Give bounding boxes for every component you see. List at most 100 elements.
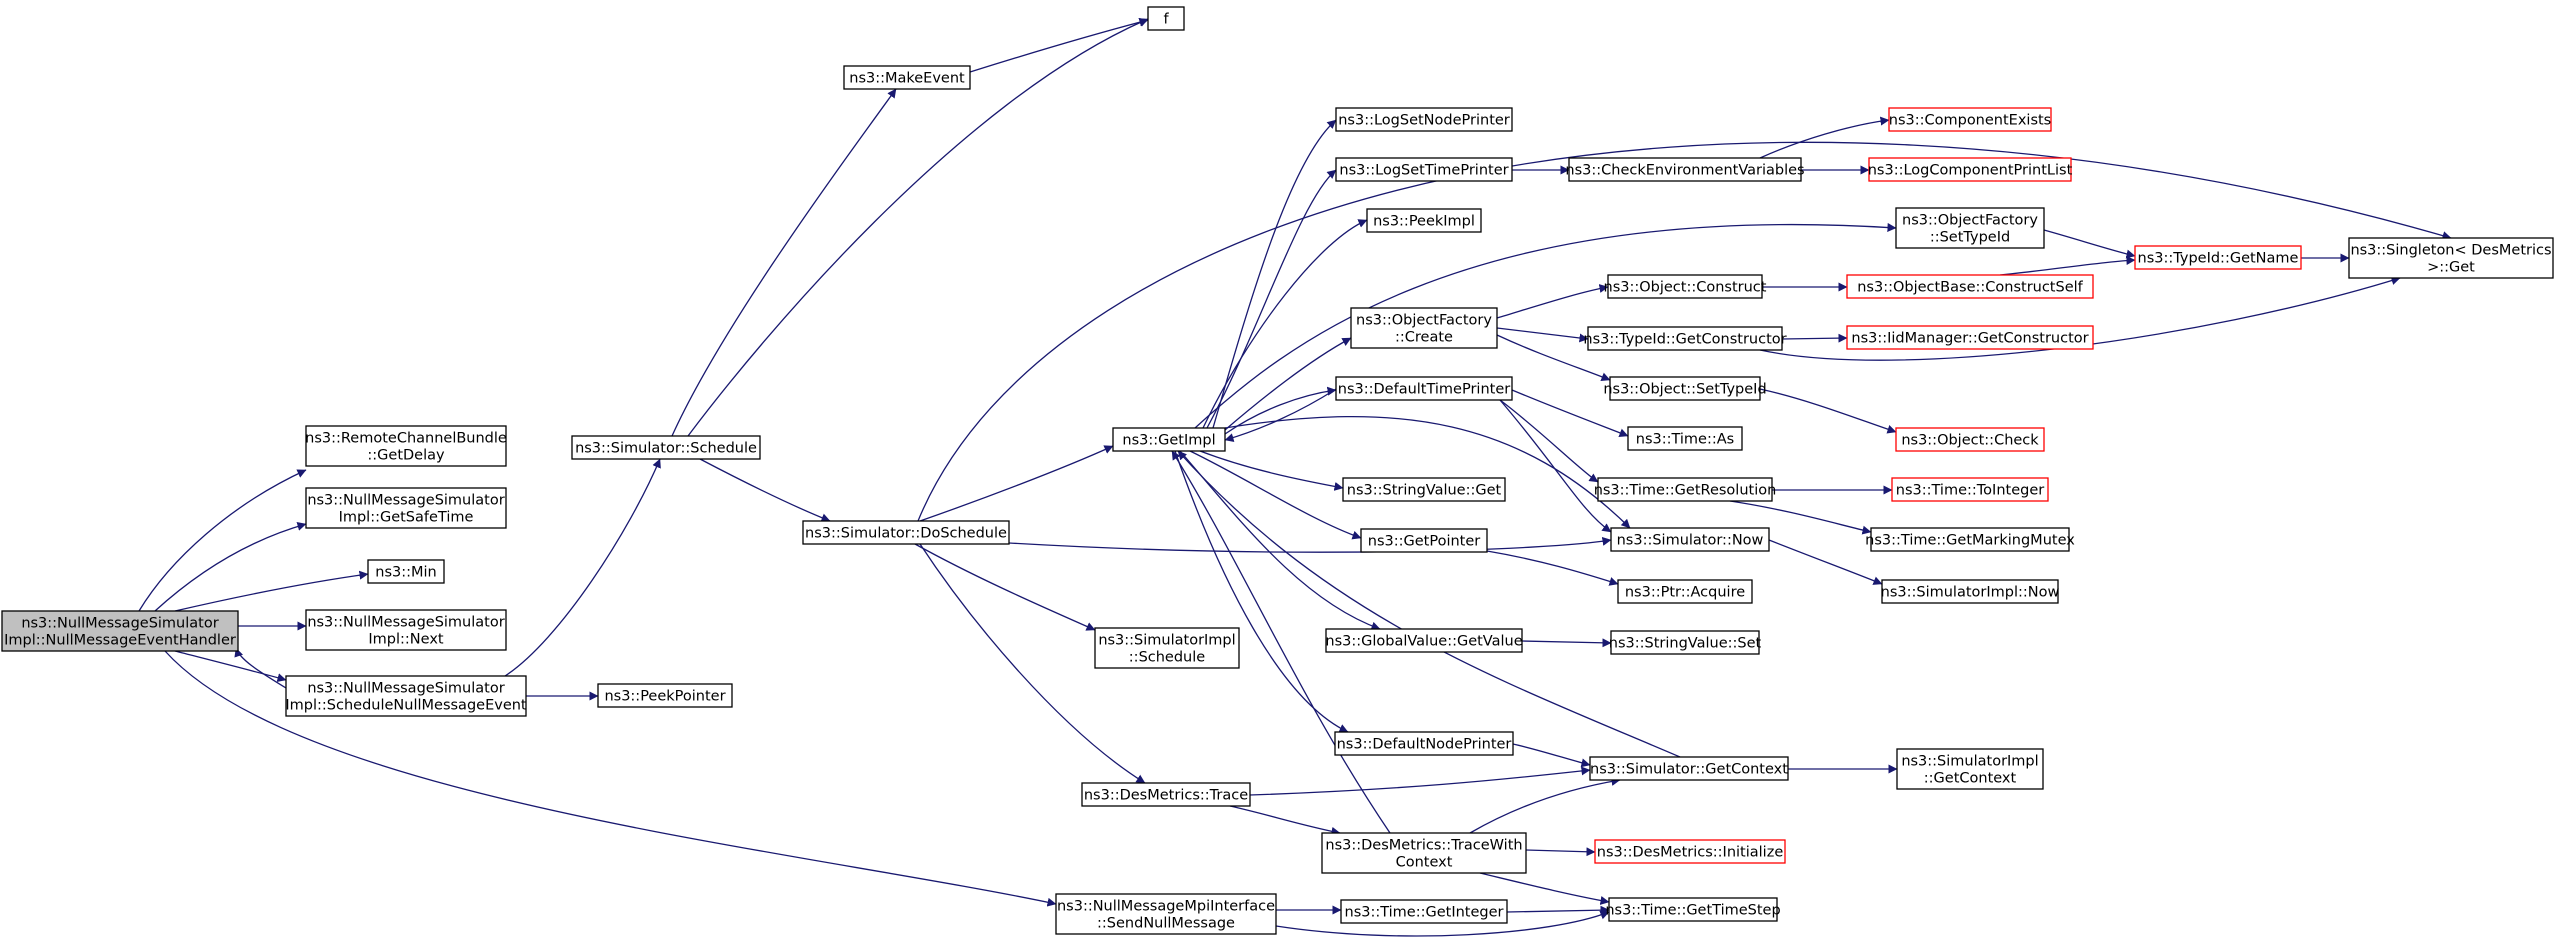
node-objbaseconstruct[interactable]: ns3::ObjectBase::ConstructSelf (1846, 274, 2094, 299)
node-timetoint[interactable]: ns3::Time::ToInteger (1891, 477, 2049, 502)
node-simimplgetctx[interactable]: ns3::SimulatorImpl::GetContext (1896, 748, 2044, 790)
node-getdelay[interactable]: ns3::RemoteChannelBundle::GetDelay (305, 425, 507, 467)
node-box[interactable] (571, 435, 761, 460)
node-doschedule[interactable]: ns3::Simulator::DoSchedule (802, 520, 1010, 545)
node-objcheck[interactable]: ns3::Object::Check (1895, 427, 2045, 452)
node-box[interactable] (802, 520, 1010, 545)
node-logcompprint[interactable]: ns3::LogComponentPrintList (1868, 157, 2073, 182)
node-box[interactable] (1094, 627, 1240, 669)
node-makeevent[interactable]: ns3::MakeEvent (843, 65, 971, 90)
node-getsafetime[interactable]: ns3::NullMessageSimulatorImpl::GetSafeTi… (305, 487, 507, 529)
node-min[interactable]: ns3::Min (367, 559, 445, 584)
node-box[interactable] (1617, 579, 1753, 604)
node-timegetres[interactable]: ns3::Time::GetResolution (1594, 477, 1777, 502)
node-box[interactable] (1340, 899, 1508, 924)
node-timeas[interactable]: ns3::Time::As (1627, 426, 1743, 451)
node-box[interactable] (1609, 376, 1761, 401)
node-box[interactable] (1627, 426, 1743, 451)
node-box[interactable] (1597, 477, 1773, 502)
node-objfactcreate[interactable]: ns3::ObjectFactory::Create (1350, 307, 1498, 349)
node-typeidgetname[interactable]: ns3::TypeId::GetName (2134, 245, 2302, 270)
node-globalgetvalue[interactable]: ns3::GlobalValue::GetValue (1325, 628, 1523, 653)
node-simimplschedule[interactable]: ns3::SimulatorImpl::Schedule (1094, 627, 1240, 669)
node-box[interactable] (1610, 527, 1770, 552)
node-objconstruct[interactable]: ns3::Object::Construct (1604, 274, 1767, 299)
node-iidmgr[interactable]: ns3::IidManager::GetConstructor (1846, 325, 2094, 350)
node-box[interactable] (1055, 893, 1277, 935)
node-peekpointer[interactable]: ns3::PeekPointer (597, 683, 733, 708)
node-f[interactable]: f (1147, 6, 1185, 31)
node-box[interactable] (305, 425, 507, 467)
node-box[interactable] (285, 675, 527, 717)
node-getmarkingmutex[interactable]: ns3::Time::GetMarkingMutex (1865, 527, 2075, 552)
node-box[interactable] (305, 487, 507, 529)
node-timegetinteger[interactable]: ns3::Time::GetInteger (1340, 899, 1508, 924)
node-defnodeprinter[interactable]: ns3::DefaultNodePrinter (1334, 731, 1514, 756)
node-box[interactable] (1895, 427, 2045, 452)
node-box[interactable] (1350, 307, 1498, 349)
node-box[interactable] (1568, 157, 1802, 182)
node-logsettime[interactable]: ns3::LogSetTimePrinter (1335, 157, 1513, 182)
node-box[interactable] (305, 609, 507, 651)
node-simgetctx[interactable]: ns3::Simulator::GetContext (1589, 756, 1789, 781)
node-box[interactable] (1587, 326, 1783, 351)
node-box[interactable] (1321, 832, 1527, 874)
node-box[interactable] (1589, 756, 1789, 781)
node-box[interactable] (1325, 628, 1523, 653)
node-box[interactable] (1868, 157, 2072, 182)
node-timegetstep[interactable]: ns3::Time::GetTimeStep (1605, 897, 1781, 922)
node-box[interactable] (1335, 157, 1513, 182)
node-simnow[interactable]: ns3::Simulator::Now (1610, 527, 1770, 552)
node-box[interactable] (1335, 376, 1513, 401)
node-ptracquire[interactable]: ns3::Ptr::Acquire (1617, 579, 1753, 604)
node-compexists[interactable]: ns3::ComponentExists (1888, 107, 2052, 132)
node-singleton[interactable]: ns3::Singleton< DesMetrics>::Get (2348, 237, 2554, 279)
node-box[interactable] (1607, 274, 1763, 299)
node-objsettypeid[interactable]: ns3::Object::SetTypeId (1603, 376, 1767, 401)
node-strvalget[interactable]: ns3::StringValue::Get (1342, 477, 1506, 502)
node-box[interactable] (1334, 731, 1514, 756)
node-peekimpl[interactable]: ns3::PeekImpl (1366, 208, 1482, 233)
node-schednull[interactable]: ns3::NullMessageSimulatorImpl::ScheduleN… (285, 675, 527, 717)
node-box[interactable] (1896, 748, 2044, 790)
node-box[interactable] (1147, 6, 1185, 31)
node-box[interactable] (1846, 325, 2094, 350)
node-box[interactable] (1112, 427, 1226, 452)
node-logsetnode[interactable]: ns3::LogSetNodePrinter (1335, 107, 1513, 132)
node-box[interactable] (367, 559, 445, 584)
node-box[interactable] (2348, 237, 2554, 279)
node-box[interactable] (1335, 107, 1513, 132)
node-box[interactable] (1608, 897, 1778, 922)
node-box[interactable] (843, 65, 971, 90)
node-box[interactable] (1888, 107, 2052, 132)
node-simschedule[interactable]: ns3::Simulator::Schedule (571, 435, 761, 460)
node-sendnull[interactable]: ns3::NullMessageMpiInterface::SendNullMe… (1055, 893, 1277, 935)
node-box[interactable] (597, 683, 733, 708)
node-objfactsettypeid[interactable]: ns3::ObjectFactory::SetTypeId (1895, 207, 2045, 249)
node-box[interactable] (1891, 477, 2049, 502)
node-box[interactable] (2134, 245, 2302, 270)
node-box[interactable] (1895, 207, 2045, 249)
node-box[interactable] (1342, 477, 1506, 502)
node-root[interactable]: ns3::NullMessageSimulatorImpl::NullMessa… (1, 610, 239, 652)
node-box[interactable] (1870, 527, 2070, 552)
node-box[interactable] (1846, 274, 2094, 299)
node-box[interactable] (1594, 839, 1786, 864)
node-box[interactable] (1881, 579, 2059, 604)
node-box[interactable] (1360, 528, 1488, 553)
node-desminit[interactable]: ns3::DesMetrics::Initialize (1594, 839, 1786, 864)
node-getpointer[interactable]: ns3::GetPointer (1360, 528, 1488, 553)
node-deftimeprinter[interactable]: ns3::DefaultTimePrinter (1335, 376, 1513, 401)
node-typeidgetctor[interactable]: ns3::TypeId::GetConstructor (1583, 326, 1787, 351)
node-getimpl[interactable]: ns3::GetImpl (1112, 427, 1226, 452)
node-box[interactable] (1366, 208, 1482, 233)
node-box[interactable] (1081, 782, 1251, 807)
node-simimplnow[interactable]: ns3::SimulatorImpl::Now (1881, 579, 2060, 604)
node-strvalset[interactable]: ns3::StringValue::Set (1609, 630, 1762, 655)
node-box[interactable] (1610, 630, 1760, 655)
node-checkenv[interactable]: ns3::CheckEnvironmentVariables (1565, 157, 1805, 182)
node-box[interactable] (1, 610, 239, 652)
node-desmtrace[interactable]: ns3::DesMetrics::Trace (1081, 782, 1251, 807)
